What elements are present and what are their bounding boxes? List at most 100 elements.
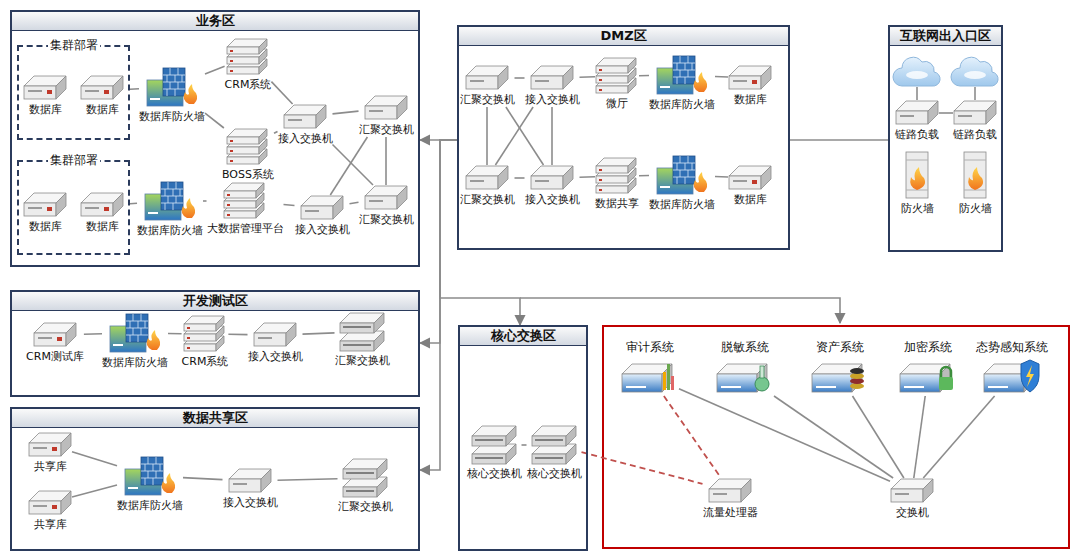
server-icon	[183, 315, 227, 353]
switch-icon	[953, 100, 997, 126]
connector	[72, 485, 117, 497]
database-icon	[728, 65, 772, 91]
device-label: 链路负载	[953, 128, 997, 142]
server-icon	[226, 128, 270, 166]
connector	[495, 107, 533, 165]
device-node: 汇聚交换机	[335, 312, 390, 368]
connector	[582, 452, 703, 484]
connector	[420, 140, 457, 343]
device-node: 核心交换机	[467, 425, 522, 481]
device-node: 审计系统	[621, 340, 679, 396]
connector	[274, 132, 278, 134]
connector	[853, 396, 904, 478]
connector	[303, 333, 335, 334]
zone-box: 开发测试区CRM测试库数据库防火墙CRM系统接入交换机汇聚交换机	[10, 290, 420, 397]
server-icon	[223, 182, 267, 220]
switch-icon	[895, 100, 939, 126]
connector	[84, 333, 102, 335]
security-appliance-icon	[716, 356, 774, 396]
zone-heading: 数据共享区	[12, 409, 418, 428]
aggregation-switch-icon	[339, 312, 385, 352]
connector	[385, 137, 387, 185]
database-icon	[80, 192, 124, 218]
device-node: 数据共享	[595, 157, 639, 211]
bus-wire	[520, 298, 840, 323]
connector	[284, 205, 295, 206]
connector	[580, 76, 596, 78]
server-icon	[595, 157, 639, 195]
cloud-icon	[893, 57, 940, 86]
device-node: 脱敏系统	[716, 340, 774, 396]
device-label: 汇聚交换机	[460, 193, 515, 207]
device-label: 资产系统	[811, 340, 869, 354]
zone-heading: 核心交换区	[460, 327, 586, 346]
switch-icon	[530, 65, 574, 91]
device-label: 汇聚交换机	[335, 354, 390, 368]
aggregation-switch-icon	[531, 425, 577, 465]
device-node: 数据库防火墙	[137, 180, 203, 238]
device-node: 数据库防火墙	[117, 455, 183, 513]
device-node: 态势感知系统	[976, 340, 1048, 396]
device-label: 数据库防火墙	[137, 224, 203, 238]
cluster-label: 集群部署	[48, 38, 100, 53]
connector	[228, 333, 247, 335]
security-appliance-icon	[983, 356, 1041, 396]
server-icon	[226, 38, 270, 76]
device-label: CRM测试库	[26, 350, 84, 364]
device-node: 防火墙	[900, 150, 934, 216]
connector	[130, 202, 137, 204]
device-node: 数据库	[80, 192, 124, 234]
device-label: 数据库防火墙	[649, 98, 715, 112]
security-appliance-icon	[621, 356, 679, 396]
device-node: 链路负载	[953, 100, 997, 142]
switch-icon	[364, 95, 408, 121]
db-firewall-icon	[108, 312, 162, 354]
device-label: 数据库	[80, 103, 124, 117]
db-firewall-icon	[655, 54, 709, 96]
connector	[580, 176, 596, 178]
device-label: BOSS系统	[222, 168, 274, 182]
device-label: 防火墙	[958, 202, 992, 216]
connector	[333, 111, 359, 114]
device-label: 数据库防火墙	[102, 356, 168, 370]
aggregation-switch-icon	[471, 425, 517, 465]
db-firewall-icon	[655, 154, 709, 196]
connector	[551, 107, 553, 165]
connector	[420, 140, 457, 470]
connector	[774, 396, 893, 478]
device-node: 资产系统	[811, 340, 869, 396]
database-icon	[28, 490, 72, 516]
connector	[72, 452, 117, 466]
db-firewall-icon	[145, 66, 199, 108]
security-appliance-icon	[811, 356, 869, 396]
device-node: 汇聚交换机	[338, 458, 393, 514]
device-label: 核心交换机	[467, 467, 522, 481]
device-label: 链路负载	[895, 128, 939, 142]
zone-heading: DMZ区	[459, 27, 788, 46]
connector	[506, 107, 544, 165]
device-node: 数据库	[23, 75, 67, 117]
device-label: 接入交换机	[278, 132, 333, 146]
security-region	[603, 326, 1069, 548]
device-label: 汇聚交换机	[359, 123, 414, 137]
device-label: CRM系统	[225, 78, 272, 92]
aggregation-switch-icon	[342, 458, 388, 498]
device-node: 汇聚交换机	[359, 185, 414, 227]
device-label: 接入交换机	[525, 193, 580, 207]
device-label: 数据库	[728, 193, 772, 207]
zone-box: DMZ区汇聚交换机接入交换机微厅数据库防火墙数据库汇聚交换机接入交换机数据共享数…	[457, 25, 790, 250]
device-label: 微厅	[595, 97, 639, 111]
device-node: 汇聚交换机	[359, 95, 414, 137]
device-node: 数据库防火墙	[649, 154, 715, 212]
device-node: CRM测试库	[26, 322, 84, 364]
connector	[278, 479, 338, 481]
device-label: 数据库	[728, 93, 772, 107]
connector	[790, 139, 888, 141]
connector	[205, 66, 225, 74]
connector	[333, 145, 374, 186]
device-node: CRM系统	[225, 38, 272, 92]
switch-icon	[300, 195, 344, 221]
database-icon	[728, 165, 772, 191]
device-node: 数据库	[728, 65, 772, 107]
switch-icon	[465, 65, 509, 91]
